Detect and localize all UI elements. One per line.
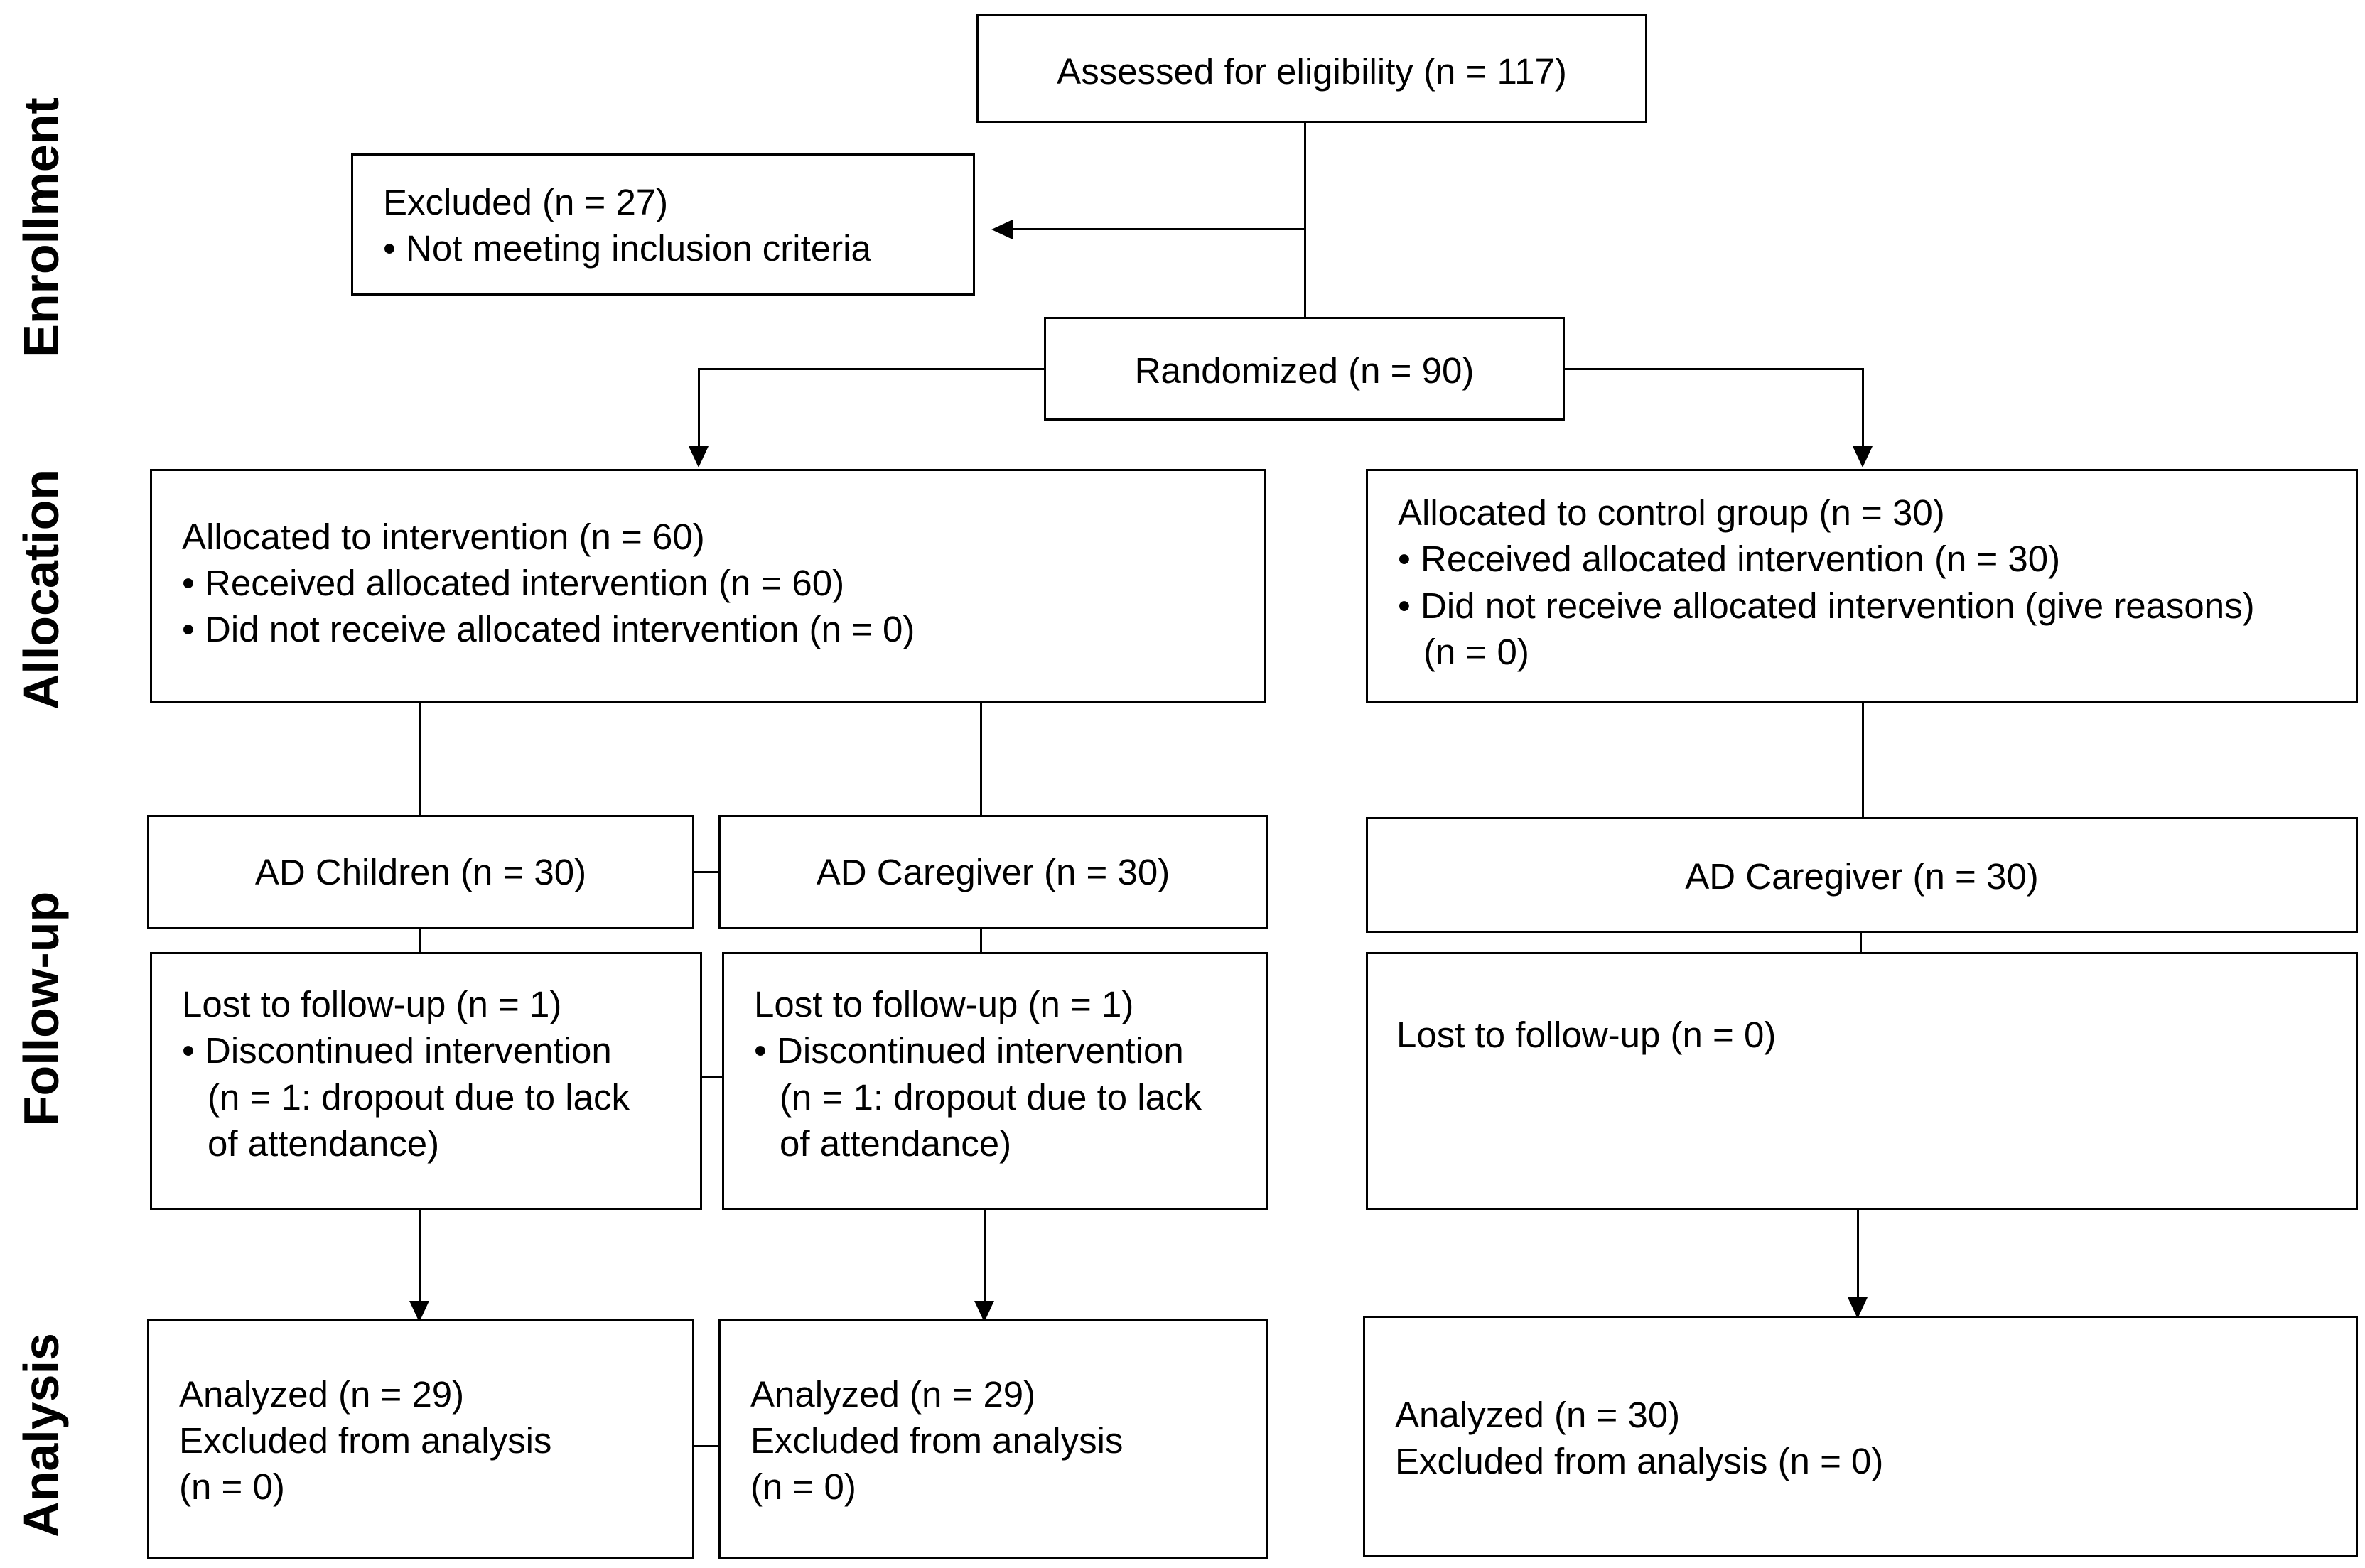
followup-children-line2: • Discontinued intervention bbox=[182, 1030, 612, 1071]
allocation-intervention-box: Allocated to intervention (n = 60) • Rec… bbox=[150, 469, 1266, 703]
connector-caregiver-followup bbox=[980, 928, 982, 953]
connector-randomized-left-down bbox=[698, 368, 700, 446]
followup-control-box: Lost to follow-up (n = 0) bbox=[1366, 952, 2358, 1210]
connector-randomized-right bbox=[1562, 368, 1864, 370]
randomized-text: Randomized (n = 90) bbox=[1134, 350, 1475, 391]
followup-caregiver-box: Lost to follow-up (n = 1) • Discontinued… bbox=[722, 952, 1268, 1210]
connector-children-analysis bbox=[419, 1209, 421, 1301]
followup-children-line3: (n = 1: dropout due to lack bbox=[208, 1077, 630, 1118]
excluded-reason: • Not meeting inclusion criteria bbox=[383, 228, 871, 269]
randomized-box: Randomized (n = 90) bbox=[1044, 317, 1565, 421]
analysis-caregiver-line3: (n = 0) bbox=[750, 1466, 856, 1507]
connector-alloc-control bbox=[1862, 701, 1864, 818]
connector-groups-horizontal bbox=[692, 871, 721, 873]
followup-control-line1: Lost to follow-up (n = 0) bbox=[1396, 1015, 1777, 1055]
allocation-intervention-line1: Allocated to intervention (n = 60) bbox=[182, 517, 705, 557]
followup-caregiver-line2: • Discontinued intervention bbox=[754, 1030, 1184, 1071]
stage-label-follow-up: Follow-up bbox=[14, 891, 69, 1127]
excluded-box: Excluded (n = 27) • Not meeting inclusio… bbox=[351, 153, 975, 296]
allocation-control-line3: • Did not receive allocated intervention… bbox=[1398, 585, 2255, 626]
allocation-control-line2: • Received allocated intervention (n = 3… bbox=[1398, 539, 2061, 579]
analysis-children-line2: Excluded from analysis bbox=[179, 1420, 552, 1461]
excluded-count: Excluded (n = 27) bbox=[383, 182, 669, 222]
group-caregiver-box: AD Caregiver (n = 30) bbox=[718, 815, 1268, 929]
analysis-caregiver-box: Analyzed (n = 29) Excluded from analysis… bbox=[718, 1319, 1268, 1559]
connector-to-excluded bbox=[1011, 228, 1306, 230]
stage-label-enrollment: Enrollment bbox=[14, 97, 69, 357]
analysis-control-line2: Excluded from analysis (n = 0) bbox=[1395, 1441, 1884, 1481]
arrowhead-children-analysis bbox=[409, 1301, 429, 1322]
followup-caregiver-line1: Lost to follow-up (n = 1) bbox=[754, 984, 1134, 1024]
allocation-control-box: Allocated to control group (n = 30) • Re… bbox=[1366, 469, 2358, 703]
connector-children-followup bbox=[419, 928, 421, 953]
arrowhead-control-analysis bbox=[1848, 1297, 1868, 1319]
analysis-caregiver-line1: Analyzed (n = 29) bbox=[750, 1374, 1036, 1415]
followup-caregiver-line4: of attendance) bbox=[780, 1123, 1012, 1164]
connector-alloc-caregiver bbox=[980, 701, 982, 815]
group-control-label: AD Caregiver (n = 30) bbox=[1685, 856, 2039, 897]
group-children-label: AD Children (n = 30) bbox=[254, 852, 587, 892]
assessed-box: Assessed for eligibility (n = 117) bbox=[976, 14, 1647, 123]
group-children-box: AD Children (n = 30) bbox=[147, 815, 694, 929]
analysis-children-line3: (n = 0) bbox=[179, 1466, 285, 1507]
analysis-children-box: Analyzed (n = 29) Excluded from analysis… bbox=[147, 1319, 694, 1559]
stage-label-analysis: Analysis bbox=[14, 1333, 69, 1537]
analysis-control-box: Analyzed (n = 30) Excluded from analysis… bbox=[1363, 1316, 2358, 1557]
connector-alloc-children bbox=[419, 701, 421, 815]
followup-caregiver-line3: (n = 1: dropout due to lack bbox=[780, 1077, 1202, 1118]
arrowhead-caregiver-analysis bbox=[974, 1301, 994, 1322]
allocation-intervention-line2: • Received allocated intervention (n = 6… bbox=[182, 563, 845, 603]
connector-randomized-left bbox=[699, 368, 1047, 370]
connector-assessed-randomized bbox=[1304, 123, 1306, 318]
analysis-control-line1: Analyzed (n = 30) bbox=[1395, 1395, 1681, 1435]
arrowhead-intervention bbox=[689, 446, 709, 467]
assessed-text: Assessed for eligibility (n = 117) bbox=[1057, 51, 1567, 92]
connector-control-followup bbox=[1860, 931, 1862, 953]
allocation-control-line4: (n = 0) bbox=[1423, 632, 1529, 672]
connector-caregiver-analysis bbox=[984, 1209, 986, 1301]
analysis-children-line1: Analyzed (n = 29) bbox=[179, 1374, 465, 1415]
allocation-intervention-line3: • Did not receive allocated intervention… bbox=[182, 609, 915, 649]
arrowhead-control bbox=[1853, 446, 1873, 467]
group-caregiver-label: AD Caregiver (n = 30) bbox=[816, 852, 1170, 892]
arrowhead-excluded bbox=[991, 220, 1013, 239]
allocation-control-line1: Allocated to control group (n = 30) bbox=[1398, 492, 1945, 533]
connector-control-analysis bbox=[1857, 1209, 1859, 1297]
connector-followup-horizontal bbox=[700, 1076, 724, 1078]
group-control-box: AD Caregiver (n = 30) bbox=[1366, 817, 2358, 933]
followup-children-line1: Lost to follow-up (n = 1) bbox=[182, 984, 562, 1024]
followup-children-line4: of attendance) bbox=[208, 1123, 440, 1164]
connector-analysis-horizontal bbox=[692, 1445, 721, 1447]
connector-randomized-right-down bbox=[1862, 368, 1864, 446]
analysis-caregiver-line2: Excluded from analysis bbox=[750, 1420, 1124, 1461]
stage-label-allocation: Allocation bbox=[14, 469, 69, 710]
followup-children-box: Lost to follow-up (n = 1) • Discontinued… bbox=[150, 952, 702, 1210]
